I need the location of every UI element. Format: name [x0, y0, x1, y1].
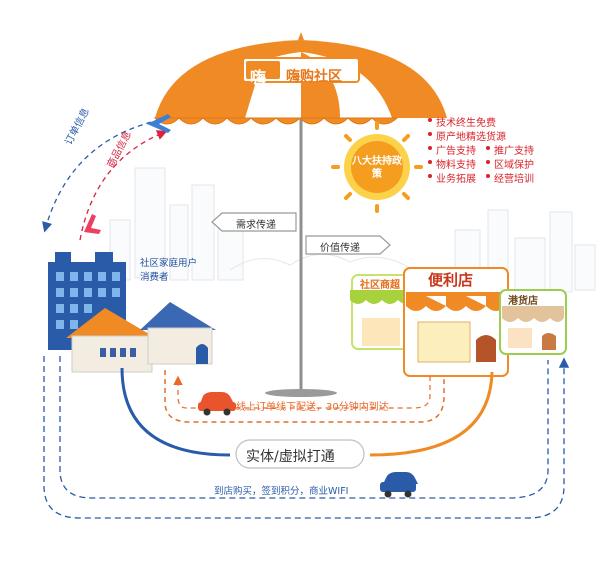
policy-item: 业务拓展	[436, 174, 476, 185]
convenience-store-shop	[403, 267, 509, 377]
umbrella-canopy	[153, 32, 447, 125]
red-car-icon	[198, 392, 236, 416]
blue-car-icon	[380, 472, 418, 498]
sign-value: 价值传递	[320, 243, 360, 254]
grocery-store-label: 港货店	[508, 296, 538, 307]
sign-demand: 需求传递	[236, 220, 276, 231]
plane-icon-blue	[147, 114, 171, 133]
brand-name: 嗨购社区	[286, 69, 342, 85]
plane-icon-pink	[84, 214, 101, 234]
center-label: 实体/虚拟打通	[246, 449, 335, 465]
policy-item: 经营培训	[494, 174, 534, 185]
brand-logo: 嗨	[250, 68, 266, 87]
delivery-label: 线上订单线下配送，30分钟内到达	[236, 402, 389, 413]
policy-item: 广告支持	[436, 146, 476, 157]
policy-item: 推广支持	[494, 146, 534, 157]
residents-label: 社区家庭用户消费者	[140, 258, 198, 283]
city-skyline	[109, 167, 596, 293]
policy-title: 八大扶持政策	[352, 156, 402, 180]
policy-item: 原产地精选货源	[436, 132, 506, 143]
blue-roof-house	[140, 302, 216, 365]
policy-item: 物料支持	[436, 160, 476, 171]
grocery-shop	[499, 289, 567, 355]
bottom-flow-label: 到店购买，签到积分，商业WIFI	[214, 486, 349, 497]
orange-roof-house	[66, 308, 156, 373]
supermarket-label: 社区商超	[360, 280, 400, 291]
convenience-store-label: 便利店	[428, 271, 474, 289]
sun-badge	[331, 121, 423, 213]
policy-item: 区域保护	[494, 160, 534, 171]
policy-bullets	[428, 118, 490, 178]
policy-item: 技术终生免费	[436, 118, 496, 129]
